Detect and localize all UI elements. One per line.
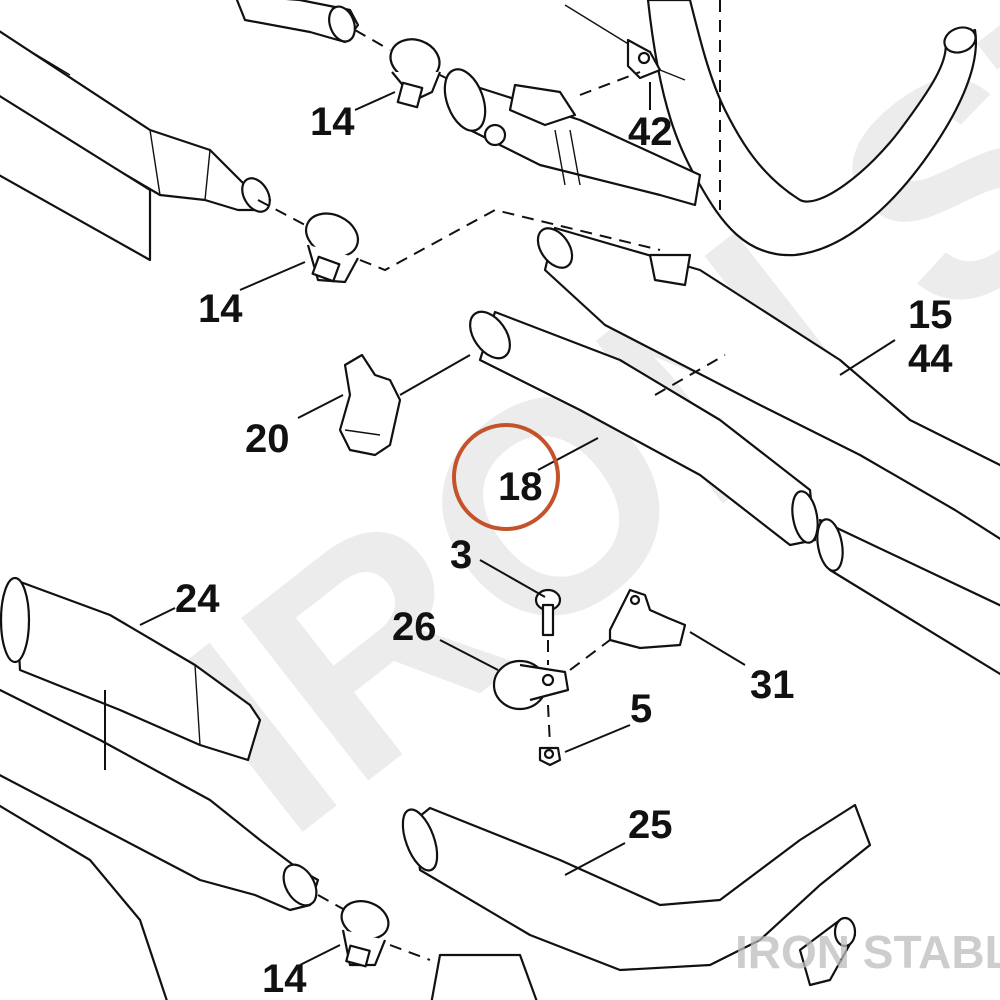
pipe-part-18 [469,310,1000,676]
callout-24: 24 [175,577,220,621]
callout-26: 26 [392,605,437,649]
callout-14-top: 14 [310,100,355,144]
callout-20: 20 [245,417,290,461]
bracket-part-42 [564,4,686,96]
leader-lines [104,82,896,966]
clamp-part-14-top [354,29,461,109]
callout-3: 3 [450,533,472,577]
pipe-part-15-44 [536,226,1000,540]
callout-5: 5 [630,687,652,731]
callout-15: 15 [908,293,953,337]
nut-part-5 [538,746,562,767]
callout-14-middle: 14 [198,287,243,331]
muffler-part-24 [0,576,262,762]
callout-25: 25 [628,803,673,847]
clamp-part-14-bottom [340,900,431,968]
bottom-right-fragment [798,916,857,987]
top-pipe-fragment [235,0,360,44]
right-upper-pipe [646,0,977,257]
corner-watermark: IRON STABLE [735,926,1000,978]
clamp-part-26 [492,659,570,746]
callout-labels: 14 42 14 15 44 20 18 3 24 26 31 5 25 14 [175,100,953,1000]
bracket-part-31 [569,588,687,671]
callout-18: 18 [498,465,543,509]
muffler-lower [0,688,346,1000]
callout-14-bottom: 14 [262,957,307,1000]
upper-muffler [0,30,272,262]
connector-pipe-top [443,68,702,207]
heat-shield-part-20 [338,353,402,457]
callout-31: 31 [750,663,795,707]
callout-42: 42 [628,110,673,154]
highlight-circle [452,423,560,531]
callout-44: 44 [908,337,953,381]
clamp-part-14-middle [257,199,661,284]
pipe-part-25 [401,803,872,1000]
